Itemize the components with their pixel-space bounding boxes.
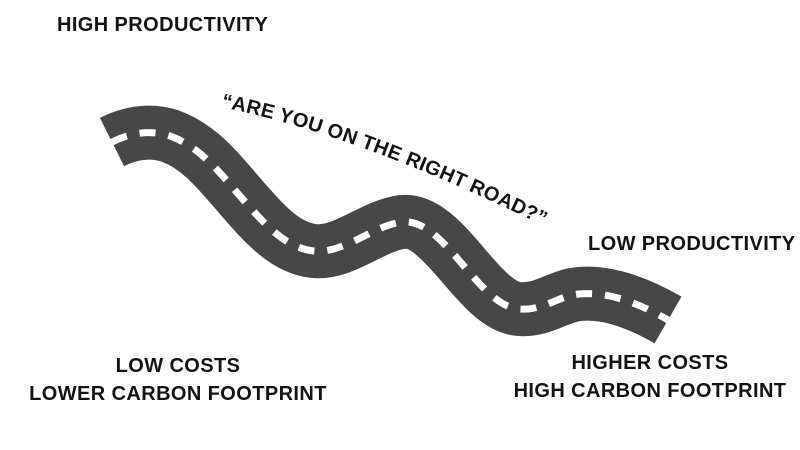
label-group-higher-costs: HIGHER COSTS HIGH CARBON FOOTPRINT [500,349,800,405]
label-group-low-costs: LOW COSTS LOWER CARBON FOOTPRINT [28,352,328,408]
label-high-carbon-footprint: HIGH CARBON FOOTPRINT [513,380,787,402]
label-high-productivity: HIGH PRODUCTIVITY [57,14,269,36]
label-lower-carbon-footprint: LOWER CARBON FOOTPRINT [29,383,327,405]
label-higher-costs: HIGHER COSTS [571,352,729,374]
road-center-dashes [110,129,670,324]
label-low-costs: LOW COSTS [115,355,241,377]
label-low-productivity: LOW PRODUCTIVITY [588,233,796,255]
